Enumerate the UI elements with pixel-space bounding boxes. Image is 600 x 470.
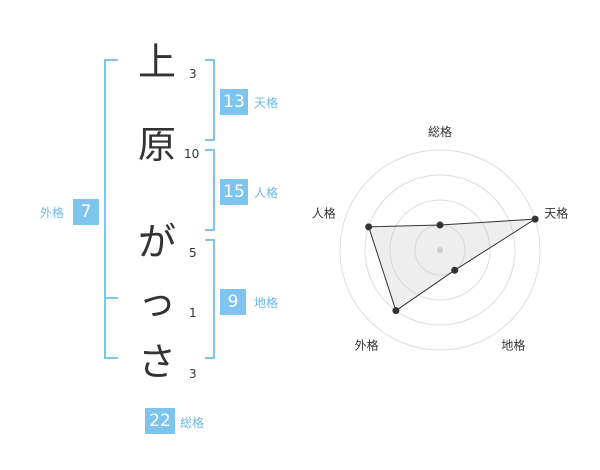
- name-char-3: が: [137, 220, 176, 264]
- radar-ring: [339, 149, 541, 351]
- radar-axis-label-1: 総格: [428, 124, 452, 139]
- radar-axis-label-5: 人格: [312, 206, 336, 221]
- stroke-count-3: 5: [189, 246, 197, 260]
- jinkaku-value: 15: [220, 179, 248, 205]
- gaikaku-bracket: [104, 59, 118, 359]
- radar-point-4: [392, 307, 400, 315]
- stroke-count-2: 10: [184, 147, 200, 161]
- radar-ring: [389, 199, 491, 301]
- radar-point-1: [436, 221, 444, 229]
- radar-axis-label-4: 外格: [355, 337, 379, 352]
- name-char-5: さ: [137, 340, 176, 384]
- gaikaku-value: 7: [73, 199, 99, 225]
- jinkaku-label: 人格: [254, 186, 279, 200]
- jinkaku-bracket: [205, 149, 215, 231]
- radar-point-3: [451, 266, 459, 274]
- radar-ring: [364, 174, 516, 326]
- soukaku-label: 総格: [180, 416, 205, 430]
- radar-axis-label-2: 天格: [544, 206, 568, 221]
- name-char-4: っ: [137, 280, 176, 324]
- radar-center: [437, 247, 443, 253]
- stroke-count-1: 3: [189, 67, 197, 81]
- chikaku-value: 9: [220, 289, 246, 315]
- radar-point-5: [365, 223, 373, 231]
- tenkaku-label: 天格: [254, 96, 279, 110]
- soukaku-value: 22: [145, 408, 175, 434]
- name-char-2: 原: [137, 123, 176, 167]
- radar-axis-label-3: 地格: [501, 337, 525, 352]
- radar-area: [367, 218, 536, 312]
- chikaku-bracket: [205, 239, 215, 359]
- tenkaku-bracket: [205, 59, 215, 141]
- chikaku-label: 地格: [254, 296, 279, 310]
- name-char-1: 上: [137, 40, 176, 84]
- gaikaku-label: 外格: [40, 206, 65, 220]
- radar-point-2: [531, 215, 539, 223]
- stroke-count-5: 3: [189, 367, 197, 381]
- stroke-count-4: 1: [189, 306, 197, 320]
- tenkaku-value: 13: [220, 89, 248, 115]
